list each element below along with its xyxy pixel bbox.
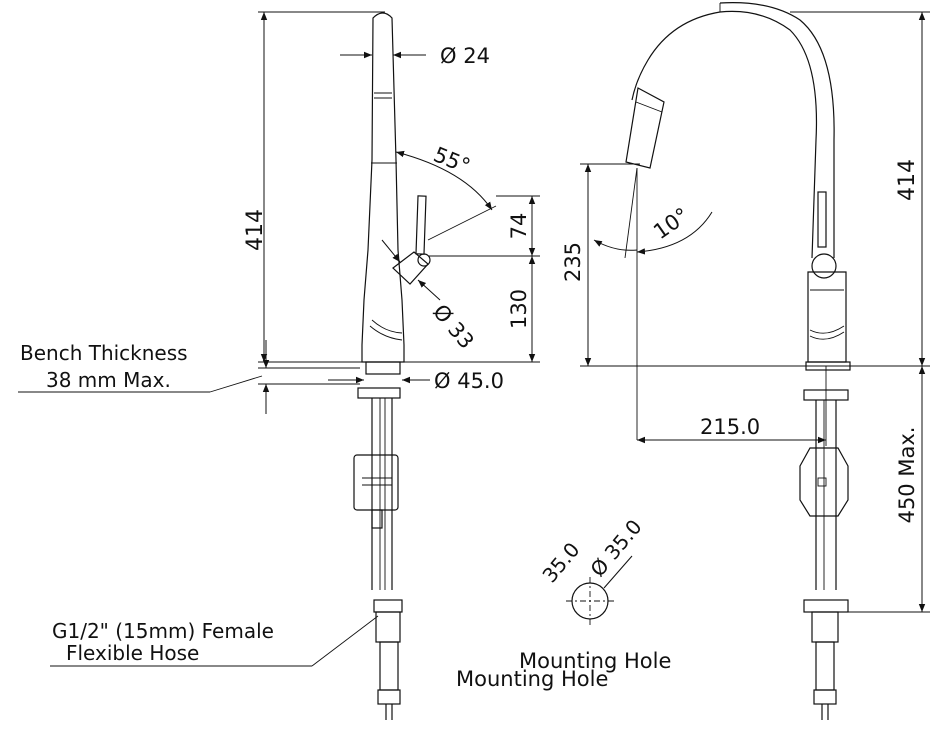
side-height-label: 414 [243,209,268,251]
hose-label: G1/2" (15mm) Female [52,619,274,643]
lever-angle-arc [395,150,493,211]
below-bench-label: 450 Max. [895,427,919,524]
reach-label: 215.0 [700,415,760,439]
front-handle-hub [811,253,837,279]
front-gooseneck-outer [631,10,818,259]
side-body-accent-2 [369,325,403,341]
lever-rise-label: 74 [507,213,531,240]
side-locknut [357,387,401,399]
handle-height-label: 130 [507,289,531,329]
bench-thickness-max-label: 38 mm Max. [46,368,171,392]
front-view: 414 450 Max. 235 10° 215.0 [561,2,930,720]
side-spout-diameter-label: Ø 24 [440,44,490,68]
mounting-hole-caption: Mounting Hole [519,649,671,673]
front-hose [815,641,835,691]
bench-thickness-label: Bench Thickness [20,341,188,365]
hose-type-label: Flexible Hose [66,641,199,665]
side-view: 414 Ø 24 55° 74 130 Ø 33 Ø 45.0 Bench Th… [18,11,540,720]
front-gooseneck-inner [719,2,835,258]
side-hose [379,641,399,691]
front-body [807,271,847,363]
mounting-hole-diameter-label: Ø 35.0 [585,515,646,581]
spray-angle-line [624,167,638,259]
side-body-accent [371,319,403,334]
front-weight [799,447,849,517]
mounting-hole-leader [603,555,633,589]
side-hose-nut [373,599,403,613]
front-lever [817,191,827,248]
side-spout-body [361,12,405,363]
side-base-flange [365,361,401,375]
mounting-hole-size-label: 35.0 [537,538,584,588]
spray-height-label: 235 [561,242,585,282]
base-diameter-label: Ø 45.0 [434,369,504,393]
side-handle [392,195,431,285]
mounting-hole-caption-echo: Mounting Hole [456,667,608,691]
front-spray-head [625,87,665,169]
front-height-label: 414 [895,159,920,201]
mounting-hole-detail: 35.0 Ø 35.0 Mounting Hole Mounting Hole [456,515,671,691]
handle-diameter-label: Ø 33 [428,300,478,354]
lever-angle-label: 55° [430,142,474,178]
front-hose-nut [803,599,849,613]
